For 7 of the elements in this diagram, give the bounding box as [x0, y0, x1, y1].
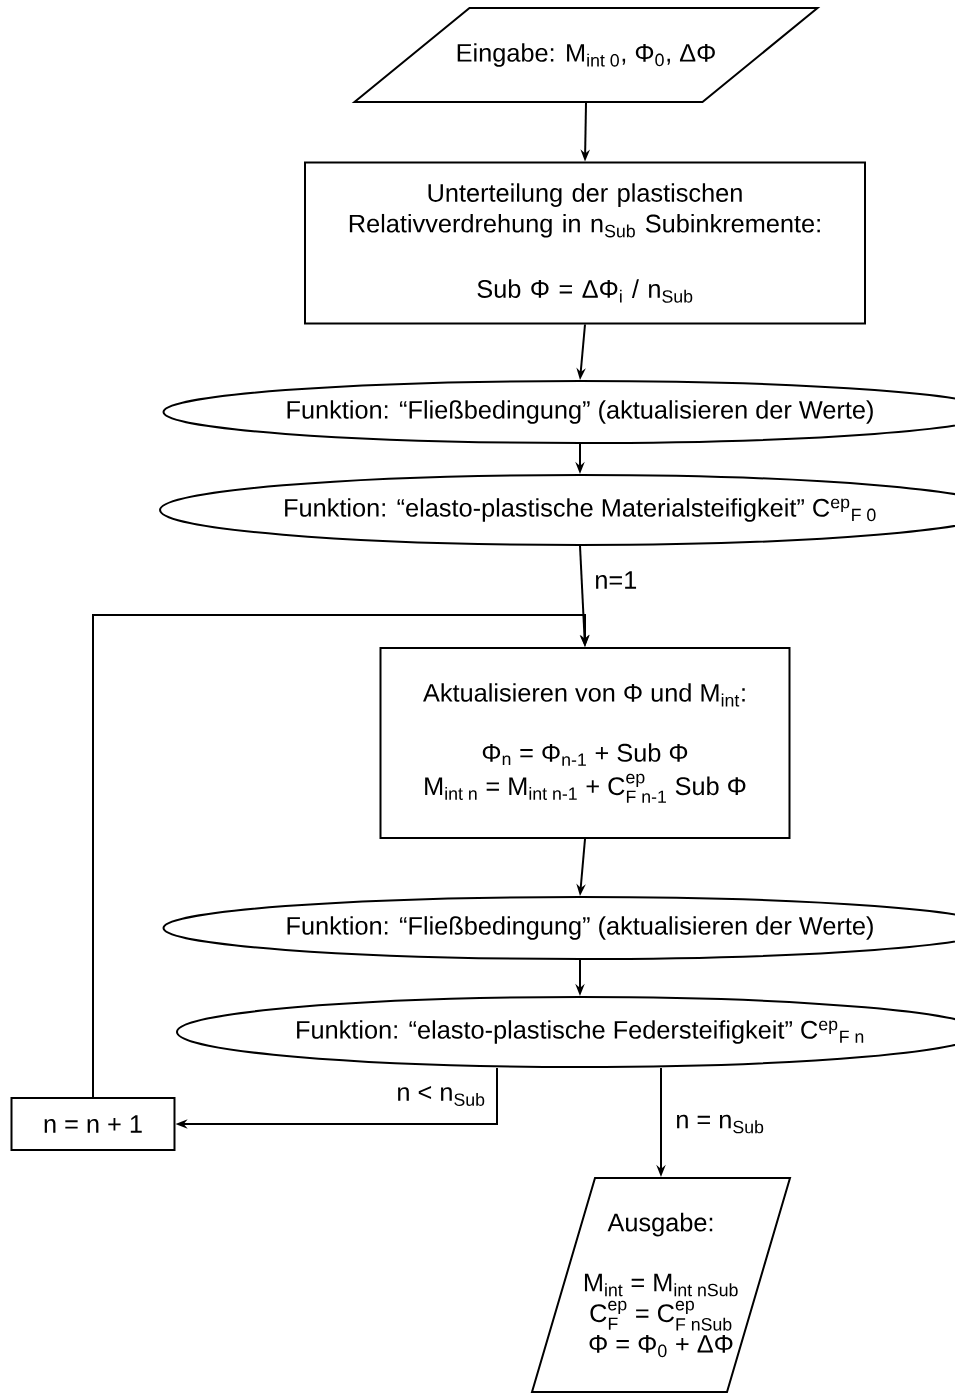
edge-label: n < n$_{Sub}$ [398, 1086, 485, 1106]
process-box: Aktualisieren von Φ und M$_{int}$: Φ$_{n}$ = Φ$_{n-1}$ + Sub Φ $\text{M}_{\text{int n}}\text{ = M}_{\text{int n-1}}\text{ + C}^{\text{ep}}_{\text{F n-1}}\text{ Sub Φ}$ [379, 647, 791, 839]
edge-label: n=1 [596, 571, 637, 589]
process-box: n = n + 1 [10, 1097, 176, 1151]
arrow [92, 614, 590, 1098]
process-box: Unterteilung der plastischen Relativverdrehung in n$_{Sub}$ Subinkremente: Sub Φ = ΔΦ$_{i}$ / n$_{Sub}$ [304, 161, 866, 325]
edge-label: n = n$_{Sub}$ [677, 1114, 764, 1134]
